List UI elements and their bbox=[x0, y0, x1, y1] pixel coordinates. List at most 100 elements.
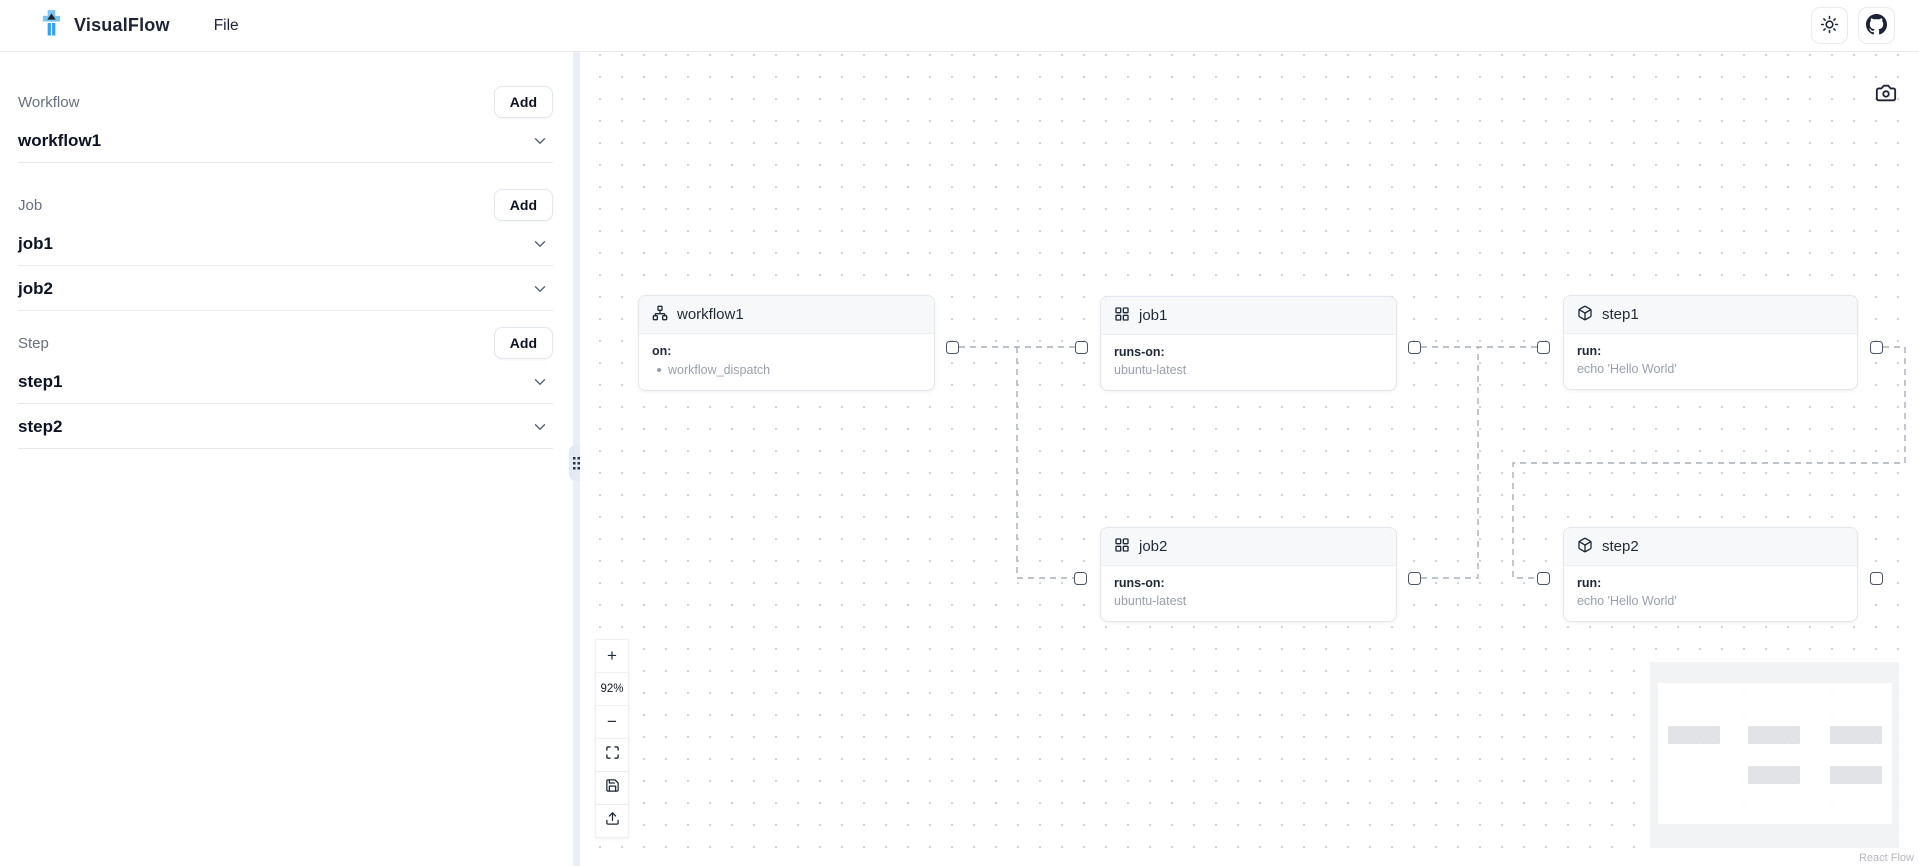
zoom-out-button[interactable]: − bbox=[595, 705, 629, 739]
node-title: workflow1 bbox=[677, 306, 744, 323]
react-flow-attribution: React Flow bbox=[1858, 852, 1914, 864]
node-job2[interactable]: job2 runs-on: ubuntu-latest bbox=[1100, 527, 1397, 622]
node-workflow1[interactable]: workflow1 on: workflow_dispatch bbox=[638, 295, 935, 391]
field-label: run: bbox=[1577, 344, 1602, 358]
field-label: runs-on: bbox=[1114, 576, 1165, 590]
menu-file[interactable]: File bbox=[213, 16, 239, 34]
handle-job2-source[interactable] bbox=[1408, 572, 1421, 585]
upload-icon bbox=[605, 811, 620, 831]
step-section-label: Step bbox=[18, 334, 49, 352]
edge-workflow1-job2[interactable] bbox=[1016, 347, 1074, 579]
brand: VisualFlow bbox=[40, 9, 170, 42]
field-value: ubuntu-latest bbox=[1114, 594, 1187, 608]
field-label: on: bbox=[652, 344, 672, 358]
handle-job2-target[interactable] bbox=[1074, 572, 1087, 585]
github-icon bbox=[1866, 13, 1887, 38]
job-section-header: Job Add bbox=[18, 189, 553, 221]
workflow1-title: workflow1 bbox=[18, 131, 102, 150]
chevron-down-icon bbox=[531, 280, 549, 298]
header-actions bbox=[1811, 7, 1895, 44]
minimap-node-job2 bbox=[1748, 766, 1800, 784]
field-value-row: workflow_dispatch bbox=[652, 363, 921, 377]
node-step1[interactable]: step1 run: echo 'Hello World' bbox=[1563, 295, 1858, 390]
handle-step1-target[interactable] bbox=[1537, 341, 1550, 354]
node-step2-header: step2 bbox=[1564, 528, 1857, 566]
handle-step2-target[interactable] bbox=[1537, 572, 1550, 585]
minimap[interactable] bbox=[1650, 662, 1899, 848]
minimap-node-step1 bbox=[1830, 726, 1882, 744]
step1-title: step1 bbox=[18, 372, 63, 391]
camera-icon bbox=[1875, 82, 1897, 107]
field-value: echo 'Hello World' bbox=[1577, 594, 1677, 608]
zoom-level: 92% bbox=[595, 672, 629, 706]
minimap-node-workflow1 bbox=[1668, 726, 1720, 744]
node-workflow1-header: workflow1 bbox=[639, 296, 934, 334]
visualflow-logo-icon bbox=[40, 9, 63, 42]
chevron-down-icon bbox=[531, 132, 549, 150]
add-job-button[interactable]: Add bbox=[493, 189, 553, 221]
theme-toggle-button[interactable] bbox=[1811, 7, 1848, 44]
node-title: step1 bbox=[1602, 306, 1639, 323]
handle-step2-source[interactable] bbox=[1870, 572, 1883, 585]
node-title: step2 bbox=[1602, 538, 1639, 555]
step2-title: step2 bbox=[18, 417, 63, 436]
edge-job2-step1[interactable] bbox=[1421, 347, 1479, 579]
bullet-icon bbox=[657, 368, 661, 372]
chevron-down-icon bbox=[531, 373, 549, 391]
sidebar-item-workflow1[interactable]: workflow1 bbox=[18, 118, 553, 163]
zoom-in-button[interactable]: + bbox=[595, 639, 629, 673]
node-job1-header: job1 bbox=[1101, 297, 1396, 335]
chevron-down-icon bbox=[531, 235, 549, 253]
node-step2-body: run: echo 'Hello World' bbox=[1564, 566, 1857, 621]
handle-step1-source[interactable] bbox=[1870, 341, 1883, 354]
add-workflow-button[interactable]: Add bbox=[493, 86, 553, 118]
workflow-section-header: Workflow Add bbox=[18, 86, 553, 118]
sidebar-item-job2[interactable]: job2 bbox=[18, 266, 553, 311]
save-icon bbox=[605, 778, 620, 798]
node-title: job1 bbox=[1139, 307, 1168, 324]
grid-icon bbox=[1114, 537, 1130, 557]
minimap-node-step2 bbox=[1830, 766, 1882, 784]
fit-view-icon bbox=[605, 745, 620, 765]
flow-canvas[interactable]: workflow1 on: workflow_dispatch job bbox=[580, 52, 1919, 866]
node-job1-body: runs-on: ubuntu-latest bbox=[1101, 335, 1396, 390]
app-title: VisualFlow bbox=[74, 15, 170, 35]
node-step1-body: run: echo 'Hello World' bbox=[1564, 334, 1857, 389]
grid-icon bbox=[1114, 306, 1130, 326]
add-step-button[interactable]: Add bbox=[493, 327, 553, 359]
node-job2-body: runs-on: ubuntu-latest bbox=[1101, 566, 1396, 621]
minimap-viewport bbox=[1658, 683, 1892, 824]
box-icon bbox=[1577, 537, 1593, 557]
node-step2[interactable]: step2 run: echo 'Hello World' bbox=[1563, 527, 1858, 622]
job1-title: job1 bbox=[18, 234, 53, 253]
fit-view-button[interactable] bbox=[595, 738, 629, 772]
handle-job1-target[interactable] bbox=[1075, 341, 1088, 354]
canvas-controls: + 92% − bbox=[595, 639, 629, 838]
sidebar-item-job1[interactable]: job1 bbox=[18, 221, 553, 266]
node-workflow1-body: on: workflow_dispatch bbox=[639, 334, 934, 390]
sun-icon bbox=[1820, 15, 1839, 37]
chevron-down-icon bbox=[531, 418, 549, 436]
node-job2-header: job2 bbox=[1101, 528, 1396, 566]
handle-workflow1-source[interactable] bbox=[946, 341, 959, 354]
field-value: workflow_dispatch bbox=[668, 363, 771, 377]
node-job1[interactable]: job1 runs-on: ubuntu-latest bbox=[1100, 296, 1397, 391]
field-value: echo 'Hello World' bbox=[1577, 362, 1677, 376]
workflow-section-label: Workflow bbox=[18, 93, 80, 111]
job2-title: job2 bbox=[18, 279, 53, 298]
sidebar-item-step1[interactable]: step1 bbox=[18, 359, 553, 404]
save-button[interactable] bbox=[595, 771, 629, 805]
sidebar-item-step2[interactable]: step2 bbox=[18, 404, 553, 449]
screenshot-button[interactable] bbox=[1872, 80, 1900, 108]
field-label: runs-on: bbox=[1114, 345, 1165, 359]
handle-job1-source[interactable] bbox=[1408, 341, 1421, 354]
node-title: job2 bbox=[1139, 538, 1168, 555]
sidebar-resizer[interactable] bbox=[569, 52, 584, 866]
minimap-node-job1 bbox=[1748, 726, 1800, 744]
sidebar: Workflow Add workflow1 Job Add job1 job2 bbox=[0, 52, 573, 866]
github-button[interactable] bbox=[1858, 7, 1895, 44]
box-icon bbox=[1577, 305, 1593, 325]
upload-button[interactable] bbox=[595, 804, 629, 838]
field-label: run: bbox=[1577, 576, 1602, 590]
app-header: VisualFlow File bbox=[0, 0, 1919, 52]
